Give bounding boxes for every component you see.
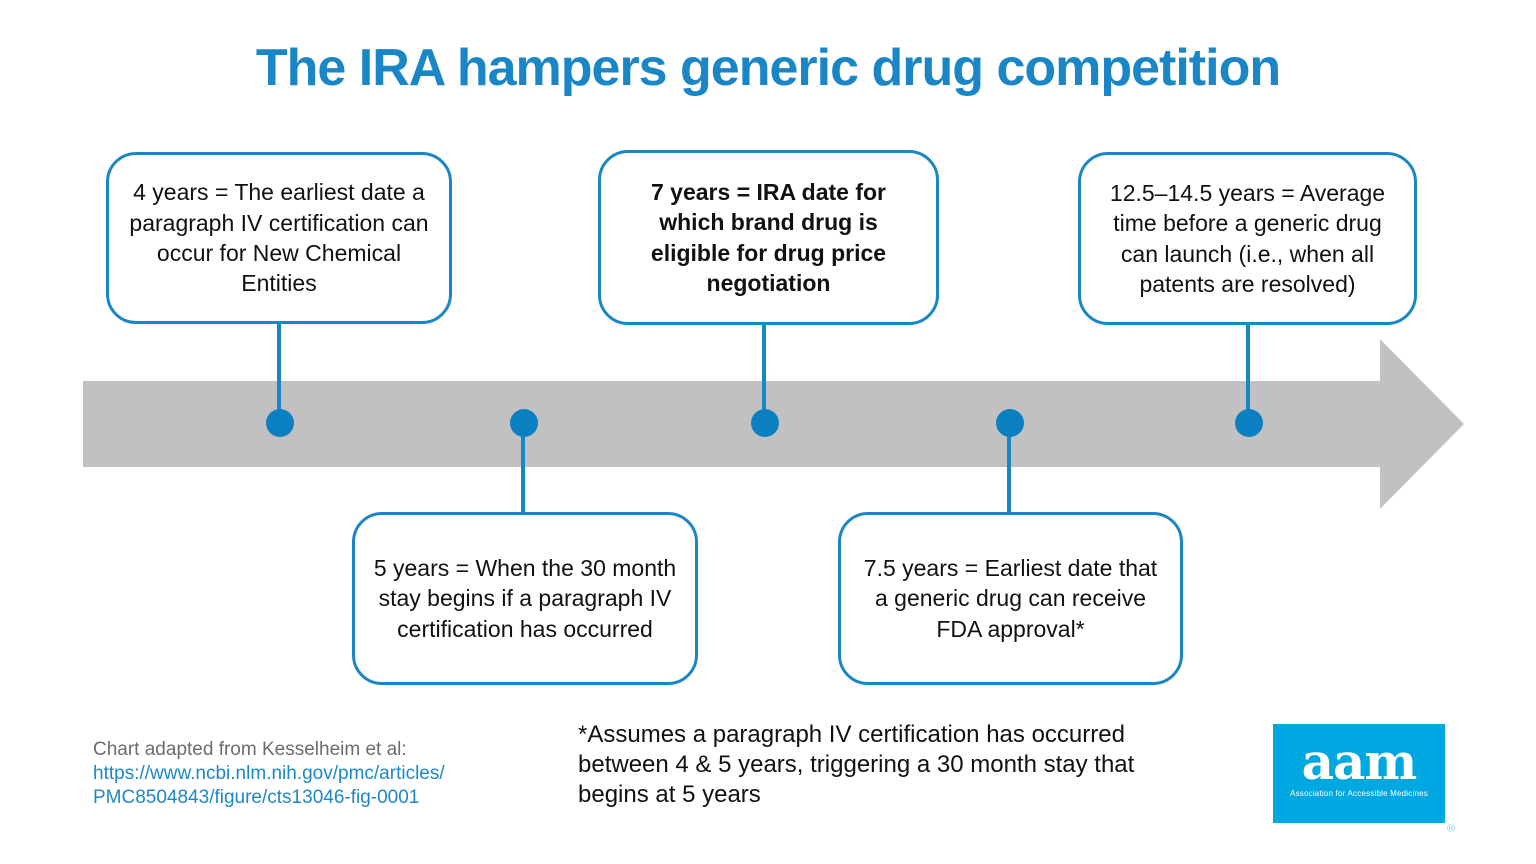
timeline-dot-4-years <box>266 409 294 437</box>
page-title: The IRA hampers generic drug competition <box>255 39 1281 97</box>
citation-block: Chart adapted from Kesselheim et al: htt… <box>93 738 445 810</box>
timeline-arrowhead-icon <box>1380 339 1464 509</box>
aam-logo: aam Association for Accessible Medicines… <box>1273 724 1455 835</box>
callout-12.5-14.5-years-text: 12.5–14.5 years = Average time before a … <box>1109 179 1386 297</box>
timeline-arrow-shaft <box>83 381 1380 467</box>
callout-7.5-years: 7.5 years = Earliest date that a generic… <box>838 512 1183 685</box>
callout-4-years: 4 years = The earliest date a paragraph … <box>106 152 452 324</box>
footnote-text: *Assumes a paragraph IV certification ha… <box>578 721 1135 808</box>
citation-link-line2[interactable]: PMC8504843/figure/cts13046-fig-0001 <box>93 787 420 808</box>
connector-7.5-years <box>1007 423 1011 514</box>
aam-wordmark: aam <box>1301 732 1418 791</box>
callout-4-years-text: 4 years = The earliest date a paragraph … <box>129 179 429 297</box>
callout-12.5-14.5-years: 12.5–14.5 years = Average time before a … <box>1078 152 1417 325</box>
connector-5-years <box>521 423 525 514</box>
connector-12.5-14.5-years <box>1246 323 1250 424</box>
timeline-dot-7.5-years <box>996 409 1024 437</box>
connector-7-years <box>762 323 766 424</box>
callout-7-years-text: 7 years = IRA date for which brand drug … <box>650 178 887 296</box>
callout-7-years: 7 years = IRA date for which brand drug … <box>598 150 939 325</box>
callout-7.5-years-text: 7.5 years = Earliest date that a generic… <box>863 554 1158 642</box>
timeline-dot-5-years <box>510 409 538 437</box>
timeline-dot-7-years <box>751 409 779 437</box>
timeline-dot-12.5-14.5-years <box>1235 409 1263 437</box>
callout-5-years-text: 5 years = When the 30 month stay begins … <box>373 554 677 642</box>
citation-link-line1[interactable]: https://www.ncbi.nlm.nih.gov/pmc/article… <box>93 763 445 784</box>
citation-source-label: Chart adapted from Kesselheim et al: <box>93 739 407 760</box>
connector-4-years <box>277 322 281 424</box>
callout-5-years: 5 years = When the 30 month stay begins … <box>352 512 698 685</box>
registered-trademark-icon: ® <box>1446 823 1455 835</box>
aam-tagline: Association for Accessible Medicines <box>1290 789 1428 798</box>
